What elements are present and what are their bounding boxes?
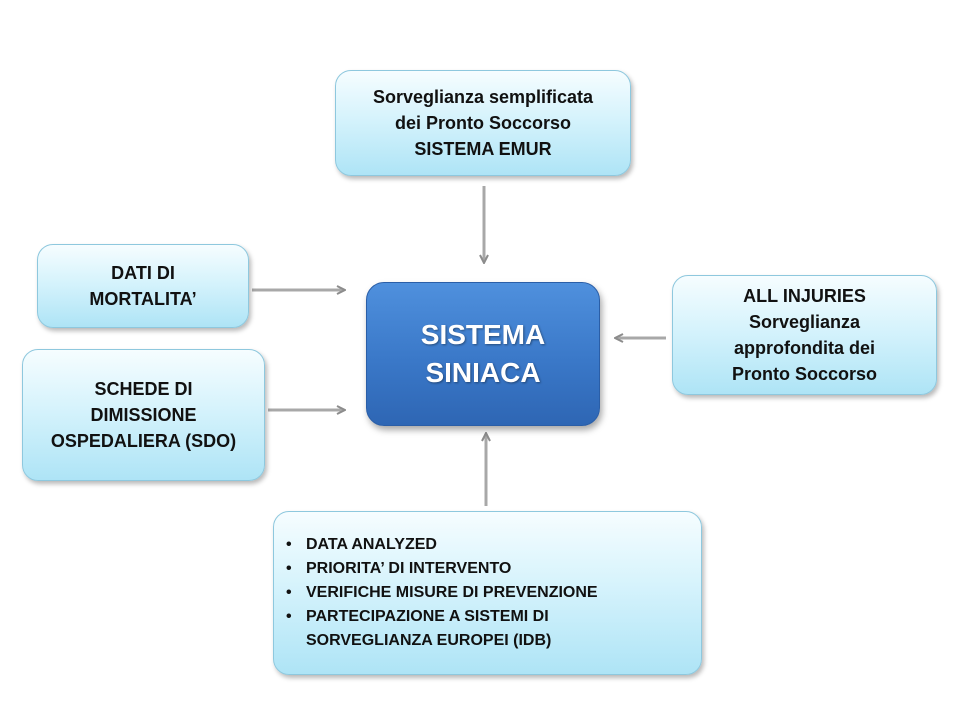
box-line: MORTALITA’	[89, 289, 197, 309]
list-item-text: VERIFICHE MISURE DI PREVENZIONE	[306, 584, 598, 601]
bullet-icon: •	[286, 608, 292, 625]
sistema-emur-box: Sorveglianza semplificata dei Pronto Soc…	[335, 70, 631, 176]
list-item-text: SORVEGLIANZA EUROPEI (IDB)	[306, 632, 552, 649]
box-line: ALL INJURIES	[743, 286, 866, 306]
sdo-box: SCHEDE DI DIMISSIONE OSPEDALIERA (SDO)	[22, 349, 265, 481]
list-item: • PARTECIPAZIONE A SISTEMI DI	[274, 605, 598, 629]
box-line: OSPEDALIERA (SDO)	[50, 431, 237, 451]
dati-mortalita-box: DATI DI MORTALITA’	[37, 244, 249, 328]
list-item: • DATA ANALYZED	[274, 533, 598, 557]
box-line: Sorveglianza semplificata	[372, 87, 594, 107]
outputs-box: • DATA ANALYZED • PRIORITA’ DI INTERVENT…	[273, 511, 702, 675]
bullet-icon: •	[286, 584, 292, 601]
box-line: DIMISSIONE	[90, 405, 197, 425]
box-line: approfondita dei	[734, 338, 875, 358]
center-line: SISTEMA	[420, 319, 546, 350]
box-line: dei Pronto Soccorso	[394, 113, 572, 133]
all-injuries-box: ALL INJURIES Sorveglianza approfondita d…	[672, 275, 937, 395]
list-item-text: PRIORITA’ DI INTERVENTO	[306, 560, 512, 577]
bullet-spacer	[274, 629, 306, 653]
list-item-text: DATA ANALYZED	[306, 536, 437, 553]
bullet-icon: •	[286, 536, 292, 553]
list-item: • VERIFICHE MISURE DI PREVENZIONE	[274, 581, 598, 605]
box-line: SCHEDE DI	[94, 379, 193, 399]
outputs-list: • DATA ANALYZED • PRIORITA’ DI INTERVENT…	[274, 533, 598, 653]
list-item: SORVEGLIANZA EUROPEI (IDB)	[274, 629, 598, 653]
box-line: DATI DI	[111, 263, 175, 283]
box-line: Pronto Soccorso	[731, 364, 878, 384]
list-item: • PRIORITA’ DI INTERVENTO	[274, 557, 598, 581]
box-line: Sorveglianza	[748, 312, 861, 332]
list-item-text: PARTECIPAZIONE A SISTEMI DI	[306, 608, 549, 625]
center-line: SINIACA	[425, 357, 541, 388]
bullet-icon: •	[286, 560, 292, 577]
sistema-siniaca-box: SISTEMA SINIACA	[366, 282, 600, 426]
box-line: SISTEMA EMUR	[414, 139, 552, 159]
